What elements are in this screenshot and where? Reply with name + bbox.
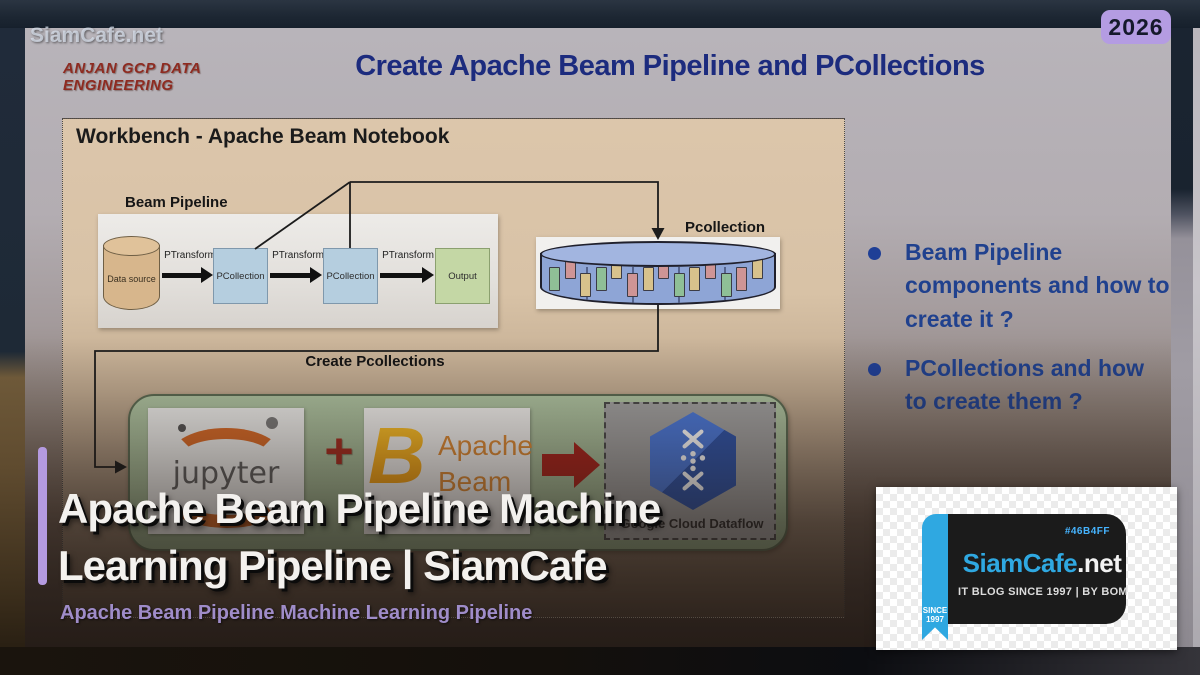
output-node: Output bbox=[435, 248, 490, 304]
accent-bar bbox=[38, 447, 47, 585]
top-frame-bar bbox=[0, 0, 1200, 30]
pcollection-cylinder-top bbox=[540, 241, 776, 267]
since-1997-ribbon: SINCE 1997 bbox=[922, 606, 948, 624]
pcollection-element-chip bbox=[595, 267, 607, 291]
apache-beam-text-1: Apache bbox=[438, 430, 533, 461]
hex-color-label: #46B4FF bbox=[1064, 526, 1110, 537]
create-pcollections-label: Create Pcollections bbox=[305, 353, 445, 370]
pcollection-element-chip bbox=[720, 273, 732, 297]
workbench-title: Workbench - Apache Beam Notebook bbox=[76, 125, 450, 148]
flow-arrow-1 bbox=[162, 273, 201, 278]
ptransform-label-2: PTransform bbox=[272, 250, 324, 261]
right-frame-edge bbox=[1193, 28, 1200, 675]
bullet-text: Beam Pipeline components and how to crea… bbox=[905, 239, 1170, 332]
pcollection-element-chip bbox=[627, 273, 638, 297]
red-arrow bbox=[542, 454, 574, 476]
video-title-line2: Learning Pipeline | SiamCafe bbox=[58, 542, 608, 589]
flow-arrow-3-head bbox=[422, 267, 434, 283]
siamcafe-name-white: .net bbox=[1077, 548, 1122, 578]
siamcafe-logo-name: SiamCafe.net bbox=[958, 548, 1126, 579]
bullet-dot-icon bbox=[868, 247, 881, 260]
ptransform-label-3: PTransform bbox=[382, 250, 434, 261]
data-source-label: Data source bbox=[107, 274, 156, 284]
pcollection-node-1: PCollection bbox=[213, 248, 268, 304]
plus-sign: + bbox=[324, 423, 354, 479]
dataflow-icon bbox=[680, 429, 706, 491]
watermark-text: SiamCafe.net bbox=[30, 24, 164, 47]
siamcafe-blue-ribbon: SINCE 1997 bbox=[922, 514, 948, 640]
pcollection-element-chip bbox=[642, 267, 654, 291]
slide-title: Create Apache Beam Pipeline and PCollect… bbox=[355, 50, 985, 82]
pcollection-node-2: PCollection bbox=[323, 248, 378, 304]
pcollection-element-chip bbox=[580, 273, 592, 297]
pcollection-element-chip bbox=[736, 267, 748, 291]
bullet-dot-icon bbox=[868, 363, 881, 377]
ptransform-label-1: PTransform bbox=[164, 250, 216, 261]
siamcafe-tagline: IT BLOG SINCE 1997 | BY BOM bbox=[958, 586, 1128, 598]
beam-pipeline-label: Beam Pipeline bbox=[125, 194, 228, 211]
pcollection-element-chip bbox=[689, 267, 701, 291]
video-subtitle: Apache Beam Pipeline Machine Learning Pi… bbox=[60, 602, 533, 624]
flow-arrow-3 bbox=[380, 273, 422, 278]
siamcafe-name-blue: SiamCafe bbox=[962, 548, 1078, 578]
bottom-frame-bar bbox=[0, 647, 1200, 675]
agenda-bullets: Beam Pipeline components and how to crea… bbox=[868, 236, 1170, 435]
video-title-line1: Apache Beam Pipeline Machine bbox=[58, 485, 661, 532]
video-title: Apache Beam Pipeline Machine Learning Pi… bbox=[58, 480, 661, 594]
pipeline-diagram-panel: Data source PTransform PCollection PTran… bbox=[98, 214, 498, 328]
jupyter-moon-icon bbox=[266, 417, 278, 429]
year-badge: 2026 bbox=[1101, 10, 1171, 44]
bullet-text: PCollections and how to create them ? bbox=[905, 355, 1144, 415]
channel-brand-text: ANJAN GCP DATA ENGINEERING bbox=[63, 60, 201, 94]
left-frame-strip bbox=[0, 28, 26, 675]
bullet-item: PCollections and how to create them ? bbox=[868, 352, 1170, 419]
data-source-cylinder-top bbox=[103, 236, 160, 256]
pcollection-label: Pcollection bbox=[685, 219, 766, 236]
flow-arrow-2-head bbox=[310, 267, 322, 283]
pcollection-element-chip bbox=[673, 273, 685, 297]
jupyter-moon-icon bbox=[178, 424, 186, 432]
bullet-item: Beam Pipeline components and how to crea… bbox=[868, 236, 1170, 336]
flow-arrow-2 bbox=[270, 273, 310, 278]
flow-arrow-1-head bbox=[201, 267, 213, 283]
pcollection-element-chip bbox=[549, 267, 560, 291]
siamcafe-logo-plate: #46B4FF SiamCafe.net IT BLOG SINCE 1997 … bbox=[922, 514, 1128, 624]
siamcafe-logo-card: #46B4FF SiamCafe.net IT BLOG SINCE 1997 … bbox=[876, 487, 1177, 650]
